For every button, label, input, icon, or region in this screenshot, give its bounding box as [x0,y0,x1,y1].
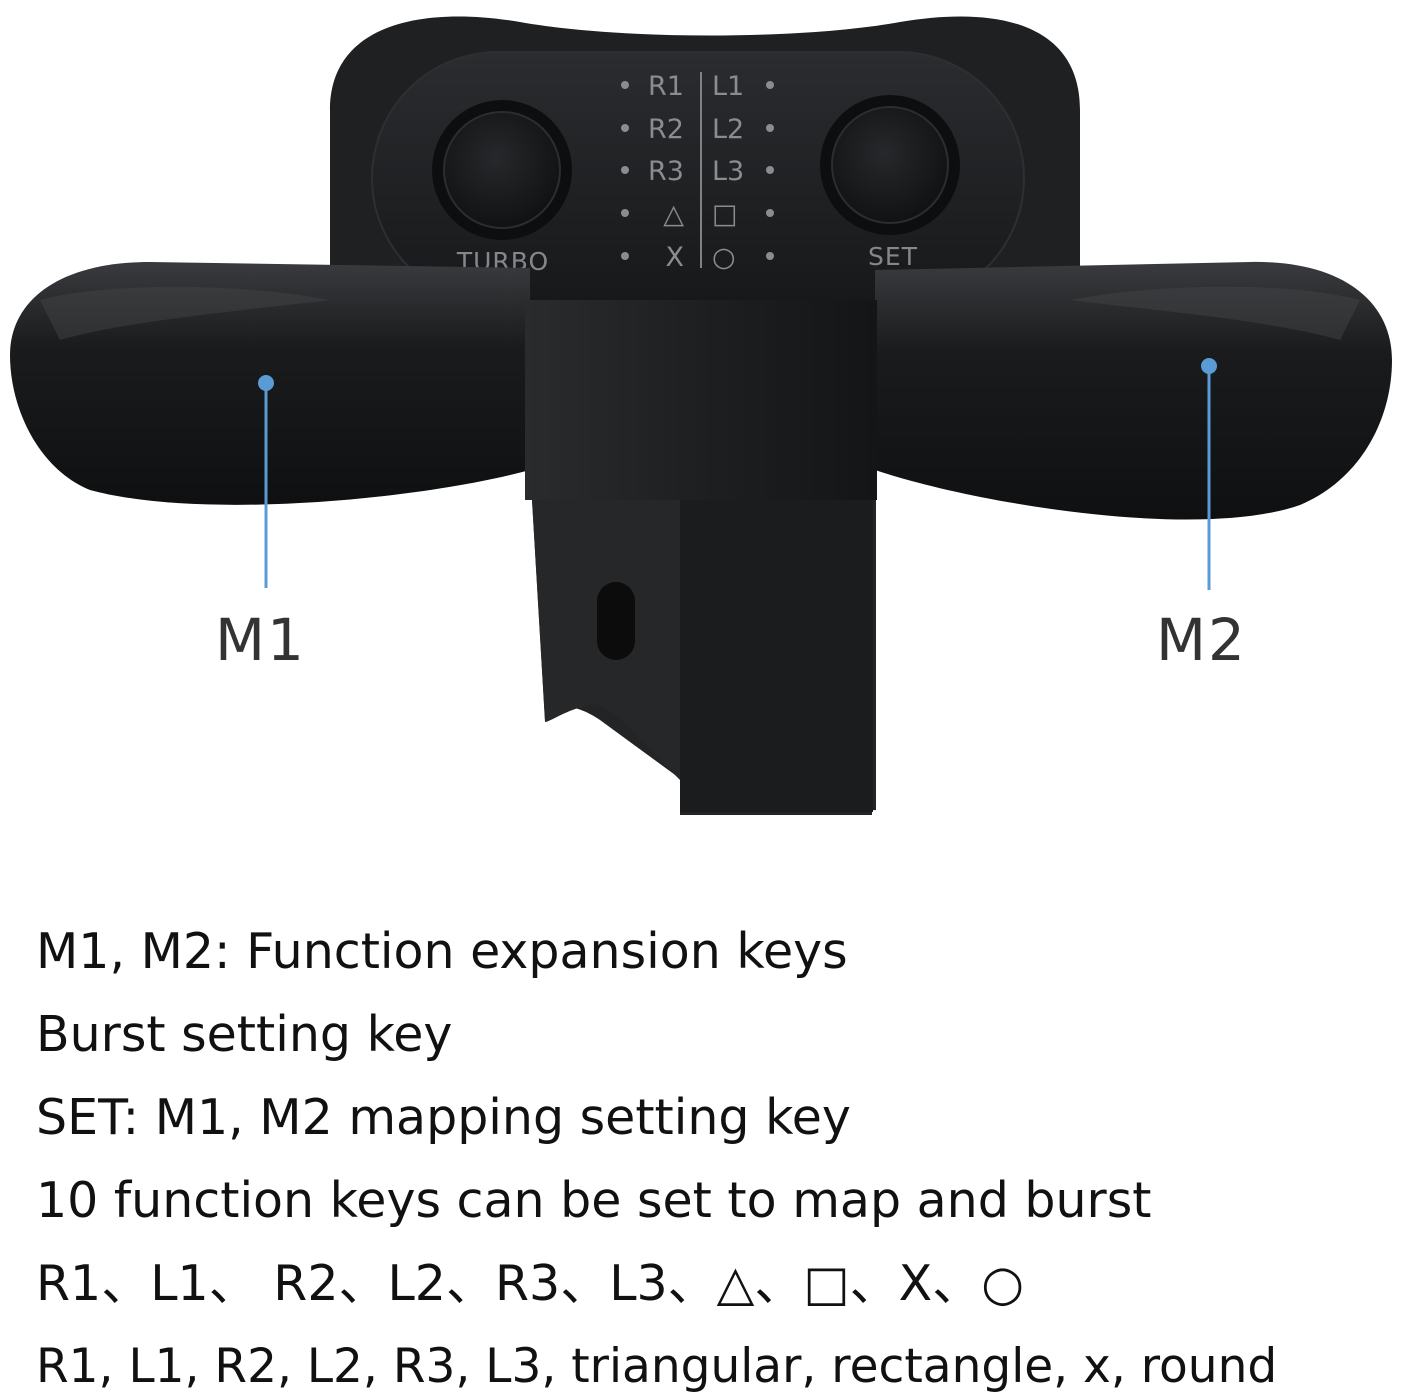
description-line-1: M1, M2: Function expansion keys [36,923,848,980]
indicator-left-0: L1 [712,71,744,102]
indicator-right-3: △ [663,199,684,230]
indicator-right-4: X [666,242,685,273]
description-line-6: R1, L1, R2, L2, R3, L3, triangular, rect… [36,1339,1278,1394]
m2-leader [1201,358,1217,590]
m1-callout-label: M1 [215,606,306,674]
indicator-left-3: □ [712,199,738,230]
description-line-2: Burst setting key [36,1006,453,1063]
indicator-labels: R1 R2 R3 △ X L1 L2 L3 □ ○ [648,71,744,273]
description-line-5: R1、L1、 R2、L2、R3、L3、△、□、X、○ [36,1255,1024,1312]
indicator-left-2: L3 [712,156,744,187]
indicator-left-1: L2 [712,114,744,145]
set-label: SET [868,242,918,271]
indicator-dots [621,81,774,260]
indicator-right-1: R2 [648,114,684,145]
indicator-right-0: R1 [648,71,684,102]
m1-leader [258,375,274,588]
controller-attachment-illustration: TURBO SET R1 R2 R3 △ X L1 L2 L3 □ ○ [10,16,1392,815]
controller-attachment-svg: TURBO SET R1 R2 R3 △ X L1 L2 L3 □ ○ [10,16,1392,815]
indicator-left-4: ○ [712,242,736,273]
description-line-4: 10 function keys can be set to map and b… [36,1172,1152,1229]
m2-paddle[interactable] [875,261,1392,520]
m2-callout-label: M2 [1156,606,1247,674]
description-line-3: SET: M1, M2 mapping setting key [36,1089,851,1146]
clip-slot [597,582,635,660]
clip-tab [680,500,873,812]
clip-front [525,300,877,500]
turbo-button[interactable] [432,100,572,240]
m1-paddle-highlight [40,286,330,340]
indicator-right-2: R3 [648,156,684,187]
m2-paddle-highlight [1070,286,1360,340]
set-button[interactable] [820,95,960,235]
